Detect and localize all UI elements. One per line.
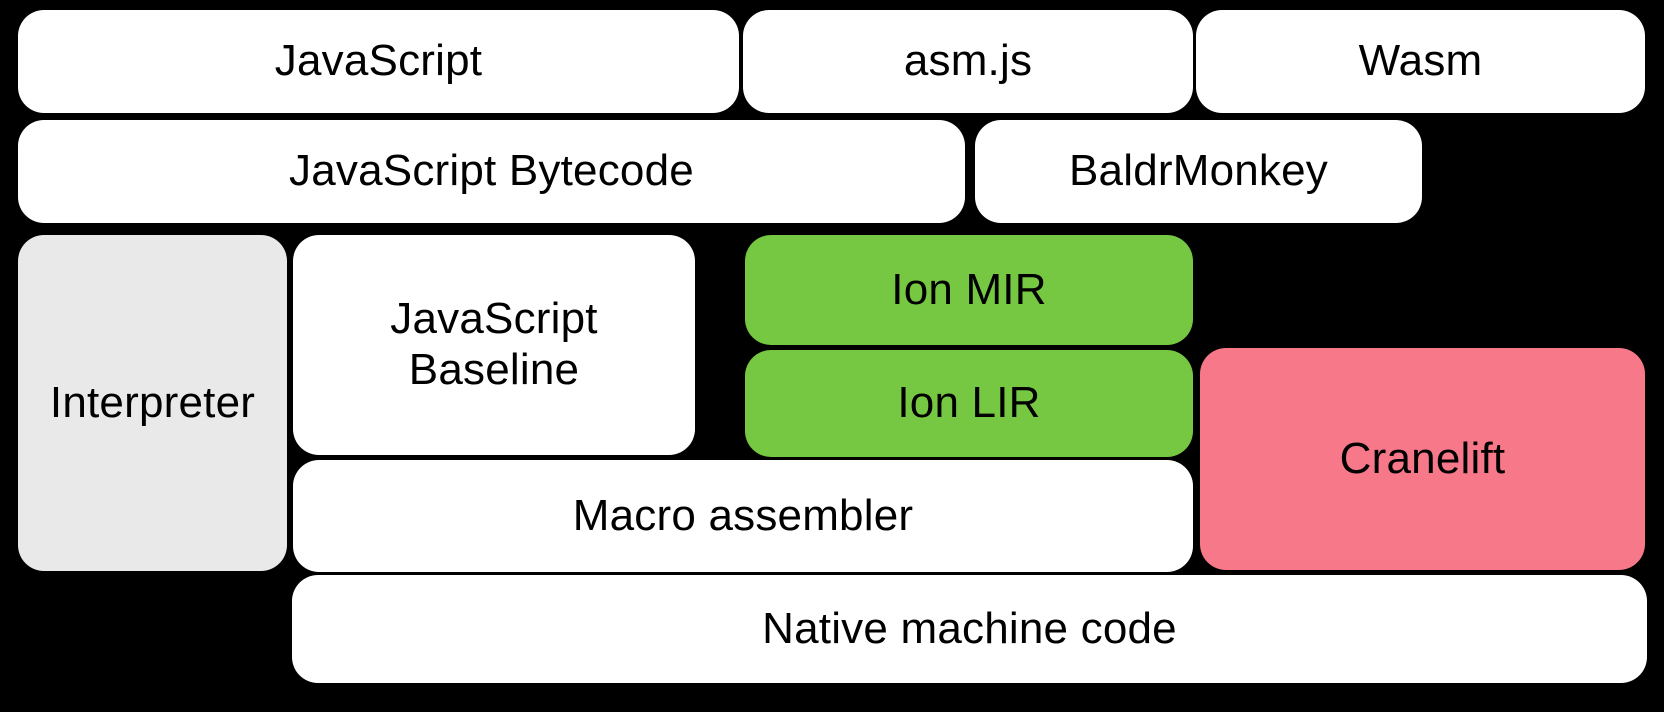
node-ion-mir: Ion MIR bbox=[745, 235, 1193, 345]
node-cranelift: Cranelift bbox=[1200, 348, 1645, 570]
node-asmjs: asm.js bbox=[743, 10, 1193, 113]
node-javascript: JavaScript bbox=[18, 10, 739, 113]
node-javascript-baseline: JavaScript Baseline bbox=[293, 235, 695, 455]
node-macro-assembler: Macro assembler bbox=[293, 460, 1193, 572]
node-interpreter: Interpreter bbox=[18, 235, 287, 571]
node-ion-lir: Ion LIR bbox=[745, 350, 1193, 457]
node-baldrmonkey: BaldrMonkey bbox=[975, 120, 1422, 223]
node-wasm: Wasm bbox=[1196, 10, 1645, 113]
node-js-bytecode: JavaScript Bytecode bbox=[18, 120, 965, 223]
node-native-machine-code: Native machine code bbox=[292, 575, 1647, 683]
